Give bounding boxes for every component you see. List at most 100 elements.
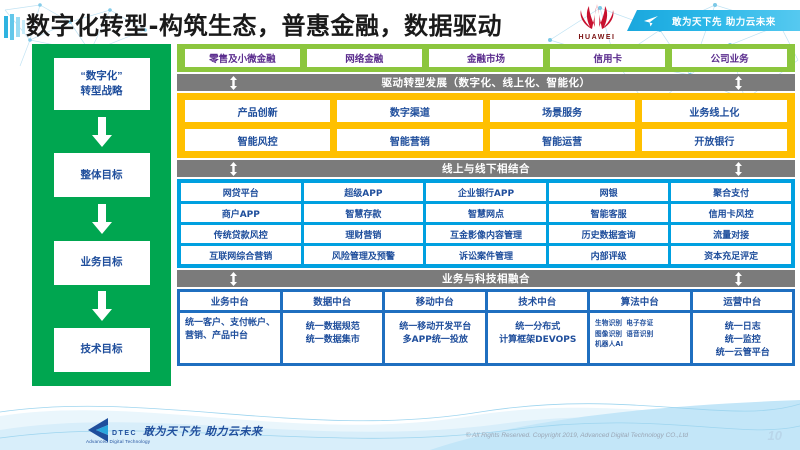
huawei-wordmark: HUAWEI — [578, 34, 616, 41]
channel-cell-2-1[interactable]: 理财营销 — [303, 225, 424, 243]
tagline-banner: 敢为天下先 助力云未来 — [627, 10, 800, 31]
strategy-label-0: “数字化”转型战略 — [80, 69, 123, 97]
double-arrow-icon — [735, 161, 742, 176]
platform-tag-4-4: 机器人AI — [595, 340, 624, 349]
transform-cell-1-3[interactable]: 开放银行 — [641, 129, 787, 151]
channel-row: 传统贷款风控理财营销互金影像内容管理历史数据查询流量对接 — [181, 225, 791, 243]
business-line-cell-0[interactable]: 零售及小微金融 — [185, 49, 300, 67]
transform-cell-0-3[interactable]: 业务线上化 — [641, 100, 787, 122]
slide-footer: DTEC Advanced Digital Technology 敢为天下先 助… — [0, 400, 800, 450]
channel-cell-2-0[interactable]: 传统贷款风控 — [181, 225, 301, 243]
channel-cell-1-3[interactable]: 智能客服 — [548, 204, 669, 222]
double-arrow-icon — [230, 271, 237, 286]
transform-cell-0-0[interactable]: 产品创新 — [185, 100, 331, 122]
divider-drive: 驱动转型发展（数字化、线上化、智能化） — [177, 74, 795, 91]
page-number: 10 — [767, 428, 782, 443]
channel-cell-0-3[interactable]: 网银 — [548, 183, 669, 201]
platform-column-4: 算法中台生物识别电子存证图像识别语音识别机器人AI — [590, 292, 690, 363]
channel-cell-0-4[interactable]: 聚合支付 — [671, 183, 791, 201]
platform-column-5: 运营中台统一日志统一监控统一云管平台 — [692, 292, 792, 363]
strategy-label-1: 整体目标 — [80, 168, 123, 181]
footer-slogan: 敢为天下先 助力云未来 — [143, 425, 263, 438]
channel-cell-3-3[interactable]: 内部评级 — [548, 246, 669, 264]
platform-column-0: 业务中台统一客户、支付帐户、营销、产品中台 — [180, 292, 280, 363]
paper-plane-icon — [644, 15, 658, 26]
platform-column-1: 数据中台统一数据规范统一数据集市 — [282, 292, 382, 363]
platform-column-2: 移动中台统一移动开发平台多APP统一投放 — [385, 292, 485, 363]
divider-drive-label: 驱动转型发展（数字化、线上化、智能化） — [381, 77, 591, 89]
arrow-down-icon-1 — [91, 203, 112, 234]
channel-cell-3-1[interactable]: 风险管理及预警 — [303, 246, 424, 264]
transform-cell-1-0[interactable]: 智能风控 — [185, 129, 331, 151]
platform-body-3: 统一分布式计算框架DEVOPS — [487, 313, 587, 363]
platform-tag-4-0: 生物识别 — [595, 319, 623, 327]
platform-head-4[interactable]: 算法中台 — [590, 292, 690, 310]
dtec-logo-icon — [88, 418, 108, 442]
channel-cell-1-4[interactable]: 信用卡风控 — [671, 204, 791, 222]
transform-cell-0-2[interactable]: 场景服务 — [489, 100, 635, 122]
platform-tag-4-2: 图像识别 — [595, 329, 623, 338]
channel-cell-2-2[interactable]: 互金影像内容管理 — [426, 225, 546, 243]
channel-cell-3-4[interactable]: 资本充足评定 — [671, 246, 791, 264]
tagline-text: 敢为天下先 助力云未来 — [672, 16, 776, 28]
content-stack: 零售及小微金融网络金融金融市场信用卡公司业务 驱动转型发展（数字化、线上化、智能… — [177, 44, 795, 366]
channel-cell-1-2[interactable]: 智慧网点 — [426, 204, 546, 222]
huawei-flower-icon — [580, 4, 614, 29]
channel-cell-0-0[interactable]: 网贷平台 — [181, 183, 301, 201]
channel-cell-1-0[interactable]: 商户APP — [181, 204, 301, 222]
strategy-box-1[interactable]: 整体目标 — [53, 153, 150, 198]
channel-cell-2-4[interactable]: 流量对接 — [671, 225, 791, 243]
page-title: 数字化转型-构筑生态，普惠金融，数据驱动 — [26, 12, 502, 40]
platform-head-1[interactable]: 数据中台 — [282, 292, 382, 310]
divider-online-offline: 线上与线下相结合 — [177, 160, 795, 177]
dtec-subtitle: Advanced Digital Technology — [86, 439, 151, 444]
platform-head-0[interactable]: 业务中台 — [180, 292, 280, 310]
transform-cell-1-1[interactable]: 智能营销 — [337, 129, 483, 151]
double-arrow-icon — [230, 75, 237, 90]
business-line-cell-3[interactable]: 信用卡 — [550, 49, 666, 67]
channel-row: 互联网综合营销风险管理及预警诉讼案件管理内部评级资本充足评定 — [181, 246, 791, 264]
platform-tag-4-1: 电子存证 — [626, 319, 654, 327]
business-lines-band: 零售及小微金融网络金融金融市场信用卡公司业务 — [177, 44, 795, 72]
channel-cell-0-2[interactable]: 企业银行APP — [426, 183, 546, 201]
divider-online-offline-label: 线上与线下相结合 — [442, 163, 530, 175]
platform-body-1: 统一数据规范统一数据集市 — [282, 313, 382, 363]
double-arrow-icon — [735, 75, 742, 90]
copyright-text: © All Rights Reserved. Copyright 2019, A… — [465, 432, 688, 439]
strategy-column: “数字化”转型战略 整体目标 业务目标 技术目标 — [32, 44, 171, 386]
transform-cell-1-2[interactable]: 智能运营 — [489, 129, 635, 151]
platform-body-0: 统一客户、支付帐户、营销、产品中台 — [180, 313, 280, 363]
dtec-wordmark: DTEC — [112, 430, 138, 437]
divider-business-tech: 业务与科技相融合 — [177, 270, 795, 287]
strategy-label-3: 技术目标 — [80, 343, 123, 356]
double-arrow-icon — [230, 161, 237, 176]
platform-head-5[interactable]: 运营中台 — [692, 292, 792, 310]
transform-row: 产品创新数字渠道场景服务业务线上化 — [185, 100, 787, 122]
platform-head-2[interactable]: 移动中台 — [385, 292, 485, 310]
business-line-cell-1[interactable]: 网络金融 — [306, 49, 422, 67]
transform-cell-0-1[interactable]: 数字渠道 — [337, 100, 483, 122]
strategy-box-3[interactable]: 技术目标 — [53, 327, 150, 372]
business-line-cell-2[interactable]: 金融市场 — [428, 49, 544, 67]
huawei-logo: HUAWEI — [573, 2, 621, 41]
channel-cell-2-3[interactable]: 历史数据查询 — [548, 225, 669, 243]
strategy-box-0[interactable]: “数字化”转型战略 — [53, 58, 150, 110]
business-line-cell-4[interactable]: 公司业务 — [672, 49, 787, 67]
platform-body-4: 生物识别电子存证图像识别语音识别机器人AI — [590, 313, 690, 363]
strategy-box-2[interactable]: 业务目标 — [53, 240, 150, 285]
channel-cell-0-1[interactable]: 超级APP — [303, 183, 424, 201]
channel-cell-1-1[interactable]: 智慧存款 — [303, 204, 424, 222]
transform-row: 智能风控智能营销智能运营开放银行 — [185, 129, 787, 151]
platform-body-5: 统一日志统一监控统一云管平台 — [692, 313, 792, 363]
platform-head-3[interactable]: 技术中台 — [487, 292, 587, 310]
channel-cell-3-2[interactable]: 诉讼案件管理 — [426, 246, 546, 264]
channel-cell-3-0[interactable]: 互联网综合营销 — [181, 246, 301, 264]
slide-header: 数字化转型-构筑生态，普惠金融，数据驱动 HUAWEI 敢为天下先 助力云未来 — [0, 0, 800, 42]
divider-business-tech-label: 业务与科技相融合 — [442, 273, 530, 285]
arrow-down-icon-2 — [91, 291, 112, 322]
platform-band: 业务中台统一客户、支付帐户、营销、产品中台数据中台统一数据规范统一数据集市移动中… — [177, 289, 795, 366]
